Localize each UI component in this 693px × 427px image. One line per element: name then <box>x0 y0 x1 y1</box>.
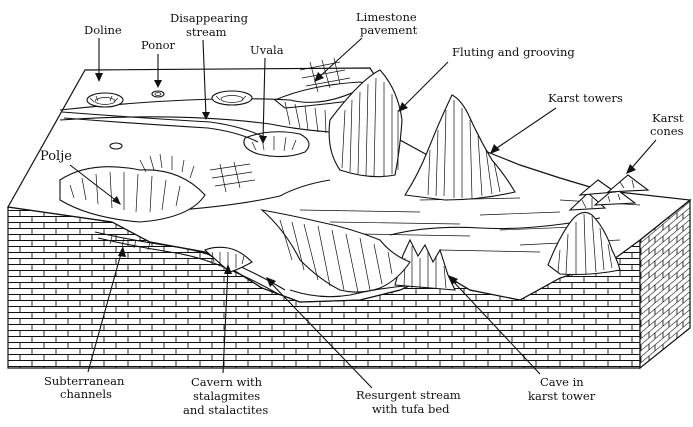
label-ponor-text: Ponor <box>141 38 176 52</box>
label-fluting-and-grooving: Fluting and grooving <box>398 45 575 112</box>
label-cave-in-karst-tower: Cave in karst tower <box>448 275 596 403</box>
label-resurgent-stream: Resurgent stream with tufa bed <box>266 277 461 416</box>
label-limestone-pavement-text-2: pavement <box>360 23 418 37</box>
label-resurgent-stream-text-1: Resurgent stream <box>356 388 461 402</box>
doline-feature <box>86 90 253 108</box>
label-cavern-text-3: and stalactites <box>183 403 268 417</box>
label-ponor: Ponor <box>141 38 176 88</box>
label-cave-in-karst-tower-text-1: Cave in <box>540 375 584 389</box>
label-doline: Doline <box>84 23 122 82</box>
uvala-feature <box>243 131 310 158</box>
label-subterranean-channels: Subterranean channels <box>44 246 126 401</box>
label-disappearing-stream-text-2: stream <box>186 25 227 39</box>
label-cavern-text-1: Cavern with <box>191 375 263 389</box>
label-disappearing-stream: Disappearing stream <box>170 11 249 120</box>
label-cave-in-karst-tower-text-2: karst tower <box>528 389 596 403</box>
ponor-feature <box>109 90 165 150</box>
label-subterranean-channels-text-1: Subterranean <box>44 374 125 388</box>
plateau-scarp <box>59 77 381 211</box>
label-karst-cones: Karst cones <box>626 111 684 174</box>
label-cavern-text-2: stalagmites <box>193 389 260 403</box>
label-karst-towers-text: Karst towers <box>548 91 623 105</box>
label-limestone-pavement-text-1: Limestone <box>356 10 417 24</box>
label-cavern: Cavern with stalagmites and stalactites <box>183 264 268 417</box>
label-doline-text: Doline <box>84 23 122 37</box>
label-polje: Polje <box>40 149 121 205</box>
label-polje-text: Polje <box>40 149 72 164</box>
karst-tower-foreground <box>547 211 621 276</box>
label-disappearing-stream-text-1: Disappearing <box>170 11 249 25</box>
label-uvala-text: Uvala <box>250 43 284 57</box>
cavern-stalactites <box>203 246 253 273</box>
fluting-and-grooving-scarp <box>328 69 403 178</box>
karst-cones <box>568 174 650 211</box>
disappearing-stream <box>61 111 263 143</box>
label-subterranean-channels-text-2: channels <box>60 387 112 401</box>
label-uvala: Uvala <box>250 43 284 144</box>
karst-tower-large <box>404 94 516 201</box>
label-limestone-pavement: Limestone pavement <box>314 10 418 82</box>
label-karst-cones-text-2: cones <box>650 124 684 138</box>
label-resurgent-stream-text-2: with tufa bed <box>372 402 450 416</box>
polje-basin <box>59 153 206 223</box>
canyon-and-cavern <box>260 209 411 298</box>
subterranean-channels <box>94 231 286 296</box>
label-karst-cones-text-1: Karst <box>652 111 684 125</box>
label-fluting-and-grooving-text: Fluting and grooving <box>452 45 575 59</box>
label-karst-towers: Karst towers <box>490 91 623 154</box>
